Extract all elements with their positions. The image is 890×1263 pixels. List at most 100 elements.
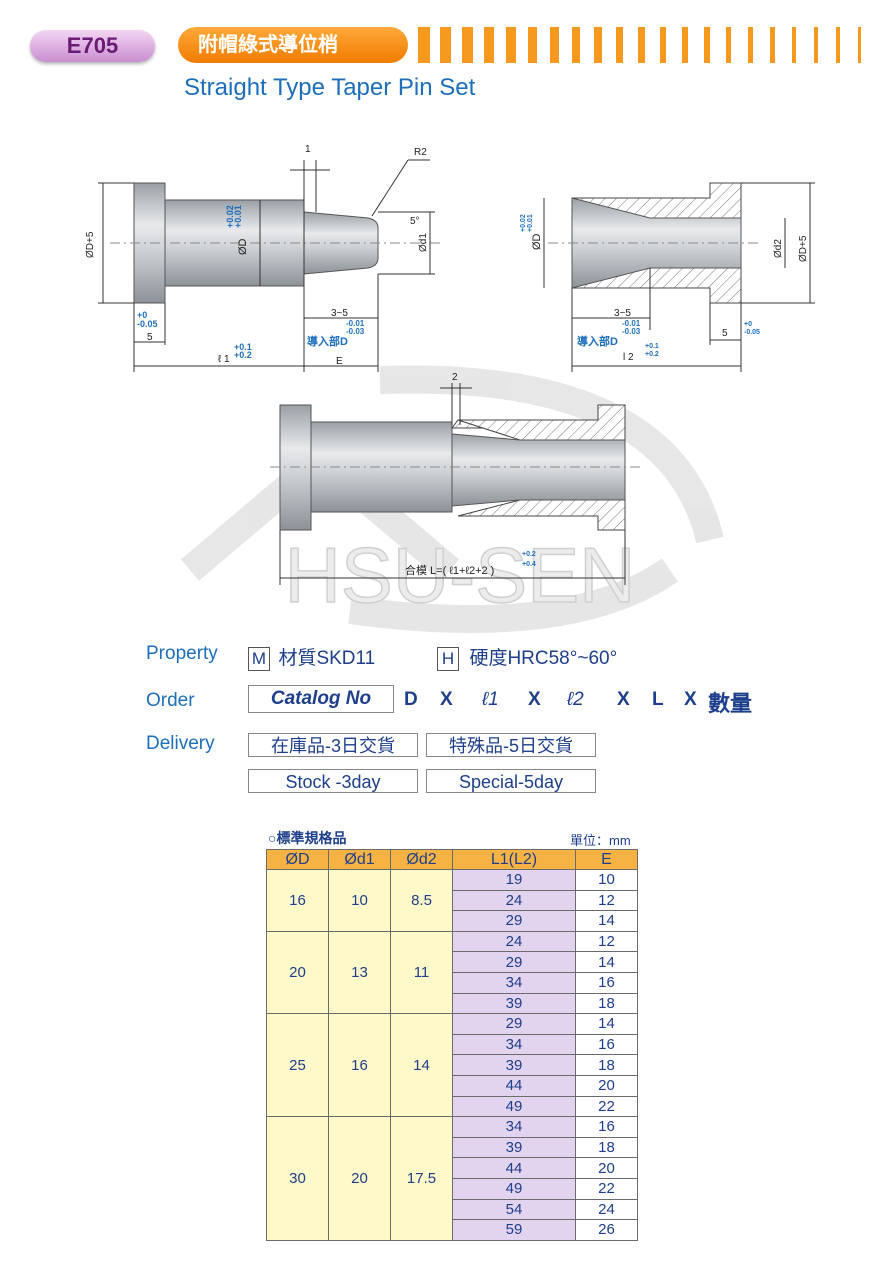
svg-text:ØD: ØD [237,238,249,255]
cell-e: 10 [575,869,638,891]
cell-e: 16 [575,971,638,994]
cell-l: 29 [452,951,576,973]
svg-text:E: E [336,356,343,367]
order-token-x3: X [617,689,630,710]
cell-l: 39 [452,1136,576,1159]
header-stripes [418,27,870,63]
svg-text:5: 5 [147,332,153,343]
delivery-label: Delivery [146,733,215,754]
svg-text:-0.05: -0.05 [137,319,158,329]
order-token-d: D [404,689,418,710]
cell-d1: 20 [328,1116,391,1241]
svg-text:-0.03: -0.03 [346,327,365,336]
cell-e: 18 [575,992,638,1015]
order-token-x2: X [528,689,541,710]
material-spec: M 材質SKD11 [248,643,375,671]
table-row: 30 20 17.5 34 16 [266,1116,638,1241]
cell-e: 14 [575,951,638,973]
svg-text:+0: +0 [744,321,752,328]
hardness-badge: H [437,647,459,671]
stock-delivery-zh: 在庫品-3日交貨 [248,733,418,757]
cell-e: 14 [575,1013,638,1035]
cell-l: 39 [452,992,576,1015]
catalog-code-badge: E705 [30,30,155,62]
svg-text:+0.2: +0.2 [645,351,659,358]
svg-text:+0.1: +0.1 [645,343,659,350]
cell-e: 20 [575,1157,638,1179]
cell-l: 44 [452,1074,576,1097]
order-token-l: L [652,689,664,710]
svg-text:5°: 5° [410,216,420,227]
svg-text:+0.2: +0.2 [522,551,536,558]
svg-text:2: 2 [452,372,458,383]
order-token-x4: X [684,689,697,710]
svg-text:-0.01: -0.01 [622,319,641,328]
hardness-text: 硬度HRC58°~60° [469,648,618,669]
svg-text:3~5: 3~5 [614,308,631,319]
cell-e: 16 [575,1116,638,1138]
svg-text:+0.01: +0.01 [233,205,243,228]
material-badge: M [248,647,270,671]
cell-e: 18 [575,1136,638,1159]
special-delivery-en: Special-5day [426,769,596,793]
cell-e: 26 [575,1219,638,1241]
cell-l: 24 [452,930,576,953]
cell-l: 59 [452,1219,576,1241]
cell-l: 54 [452,1198,576,1221]
cell-e: 20 [575,1074,638,1097]
cell-l: 44 [452,1157,576,1179]
header-d1: Ød1 [328,849,391,870]
stock-delivery-en: Stock -3day [248,769,418,793]
svg-text:導入部D: 導入部D [307,334,348,348]
svg-text:+0.01: +0.01 [527,214,534,232]
cell-e: 16 [575,1033,638,1056]
cell-d: 20 [266,930,329,1015]
taper-pin-drawing [98,159,440,372]
cell-e: 14 [575,910,638,932]
cell-l: 24 [452,889,576,912]
unit-label: 單位：mm [570,833,631,848]
cell-d1: 10 [328,869,391,932]
order-label: Order [146,690,195,711]
material-text: 材質SKD11 [278,648,376,669]
svg-text:ØD+5: ØD+5 [798,235,809,262]
svg-text:-0.01: -0.01 [346,319,365,328]
header-d2: Ød2 [390,849,453,870]
cell-e: 12 [575,930,638,953]
cell-e: 24 [575,1198,638,1221]
table-caption: ○標準規格品 [268,830,347,846]
svg-text:ØD+5: ØD+5 [85,231,96,258]
cell-e: 12 [575,889,638,912]
cell-l: 34 [452,1033,576,1056]
cell-d2: 17.5 [390,1116,453,1241]
cell-d2: 11 [390,930,453,1015]
cell-l: 34 [452,971,576,994]
technical-drawing: ØD+5 ØD +0.02 +0.01 Ød1 R2 1 5° +0 -0.05… [85,144,815,585]
svg-text:5: 5 [722,328,728,339]
svg-text:3~5: 3~5 [331,308,348,319]
header-d: ØD [266,849,329,870]
svg-text:+0.02: +0.02 [520,214,527,232]
svg-text:-0.03: -0.03 [622,327,641,336]
order-token-l1: ℓ1 [482,689,499,710]
svg-text:Ød2: Ød2 [773,239,784,258]
svg-text:1: 1 [305,144,311,155]
cell-d2: 14 [390,1013,453,1118]
taper-bushing-drawing [543,182,815,372]
table-row: 20 13 11 24 12 [266,930,638,1015]
cell-d1: 13 [328,930,391,1015]
svg-text:ℓ 1: ℓ 1 [218,354,230,365]
svg-text:導入部D: 導入部D [577,334,618,348]
svg-text:+0.02: +0.02 [225,205,235,228]
cell-e: 22 [575,1095,638,1118]
svg-text:R2: R2 [414,147,427,158]
